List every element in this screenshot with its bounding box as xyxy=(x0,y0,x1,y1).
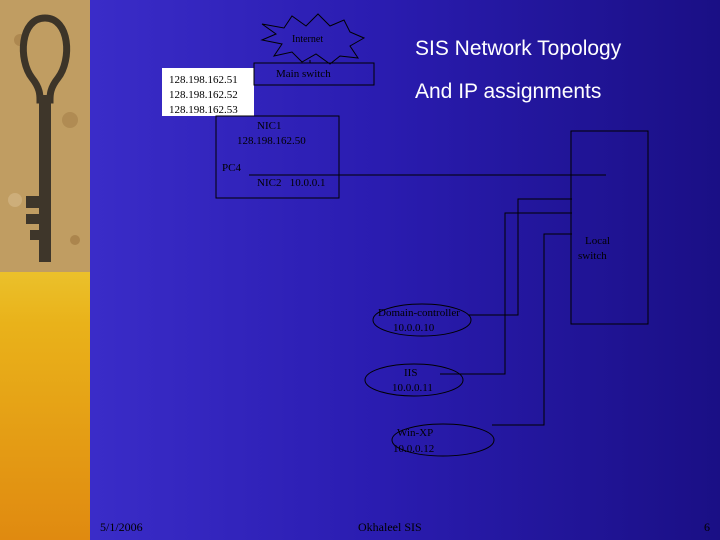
domain-controller-ellipse xyxy=(372,303,472,337)
host-name-iis: IIS xyxy=(404,367,418,379)
win-xp-ellipse xyxy=(391,423,495,457)
host-name-win-xp: Win-XP xyxy=(397,427,434,439)
pc4-label: PC4 xyxy=(222,162,241,174)
local-switch-label-2: switch xyxy=(578,250,607,262)
link-win-xp xyxy=(492,233,572,426)
iis-ellipse xyxy=(364,363,464,397)
pc4-box xyxy=(215,115,340,199)
footer-center: Okhaleel SIS xyxy=(358,520,422,534)
key-photo xyxy=(0,0,90,272)
nic1-label: NIC1 xyxy=(257,120,282,132)
main-switch-box xyxy=(253,62,375,86)
public-ip-box xyxy=(162,68,254,116)
host-ip-win-xp: 10.0.0.12 xyxy=(393,443,435,455)
slide-title-line1: SIS Network Topology xyxy=(415,37,622,60)
internet-cloud-shape xyxy=(260,13,366,65)
internet-label: Internet xyxy=(292,34,324,45)
footer-date: 5/1/2006 xyxy=(100,520,143,534)
link-iis xyxy=(440,212,572,375)
slide-title-line2: And IP assignments xyxy=(415,80,602,103)
host-ip-iis: 10.0.0.11 xyxy=(392,382,433,394)
public-ip-1: 128.198.162.51 xyxy=(169,74,238,86)
nic1-ip: 128.198.162.50 xyxy=(237,135,306,147)
host-name-domain-controller: Domain-controller xyxy=(378,307,460,319)
main-switch-label: Main switch xyxy=(276,68,331,80)
nic2-label: NIC2 10.0.0.1 xyxy=(257,177,326,189)
public-ip-3: 128.198.162.53 xyxy=(169,104,238,116)
local-switch-box xyxy=(570,130,649,325)
gold-sidebar xyxy=(0,0,90,540)
host-ip-domain-controller: 10.0.0.10 xyxy=(393,322,435,334)
link-domain-controller xyxy=(468,198,572,316)
slide-number: 6 xyxy=(704,520,710,534)
public-ip-2: 128.198.162.52 xyxy=(169,89,238,101)
local-switch-label-1: Local xyxy=(585,235,611,247)
